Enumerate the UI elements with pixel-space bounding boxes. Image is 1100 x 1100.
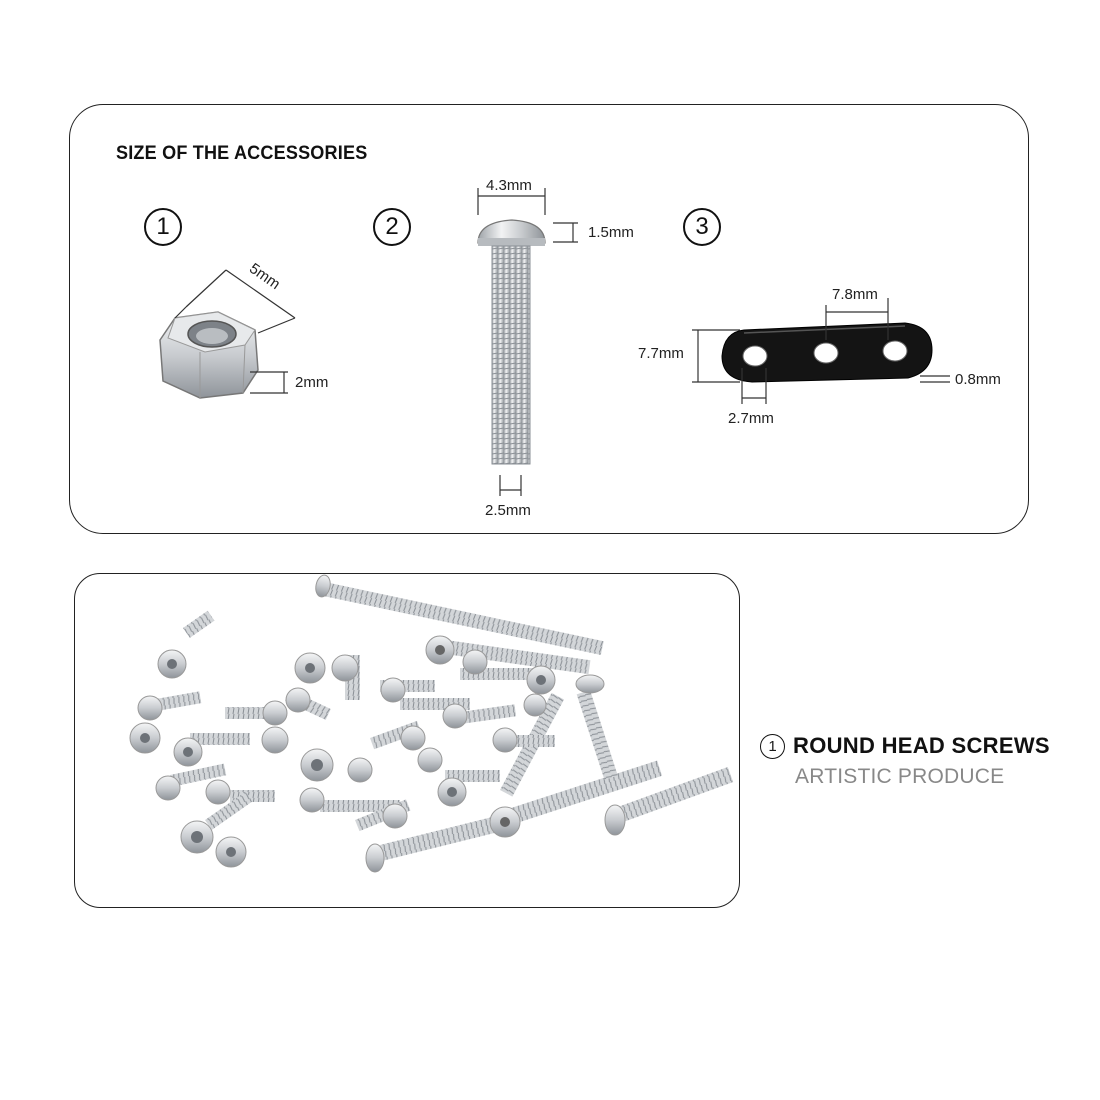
screw-head-width-label: 4.3mm bbox=[486, 177, 532, 194]
section-heading: SIZE OF THE ACCESSORIES bbox=[116, 143, 368, 164]
feature-number-badge: 1 bbox=[760, 733, 785, 759]
nut-dimension-lines bbox=[174, 269, 296, 394]
assorted-screws-icon bbox=[129, 574, 734, 873]
item-3-badge: 3 bbox=[683, 208, 721, 246]
item-1-badge: 1 bbox=[144, 208, 182, 246]
feature-title: ROUND HEAD SCREWS bbox=[793, 733, 1050, 758]
plate-dimension-lines bbox=[692, 298, 950, 404]
feature-caption: 1 ROUND HEAD SCREWS bbox=[760, 733, 1050, 759]
plate-hole-spacing-label: 7.8mm bbox=[832, 286, 878, 303]
screw-dimension-lines bbox=[477, 188, 578, 496]
feature-subtitle: ARTISTIC PRODUCE bbox=[795, 765, 1005, 788]
machine-screw-icon bbox=[477, 219, 546, 465]
nut-height-label: 2mm bbox=[295, 374, 329, 391]
item-2-badge: 2 bbox=[373, 208, 411, 246]
plate-width-label: 7.7mm bbox=[638, 345, 684, 362]
hex-nut-icon bbox=[159, 311, 259, 399]
screw-head-height-label: 1.5mm bbox=[588, 224, 634, 241]
screw-diameter-label: 2.5mm bbox=[485, 502, 531, 519]
connecting-plate-icon bbox=[721, 322, 933, 383]
plate-thickness-label: 0.8mm bbox=[955, 371, 1001, 388]
plate-hole-diameter-label: 2.7mm bbox=[728, 410, 774, 427]
